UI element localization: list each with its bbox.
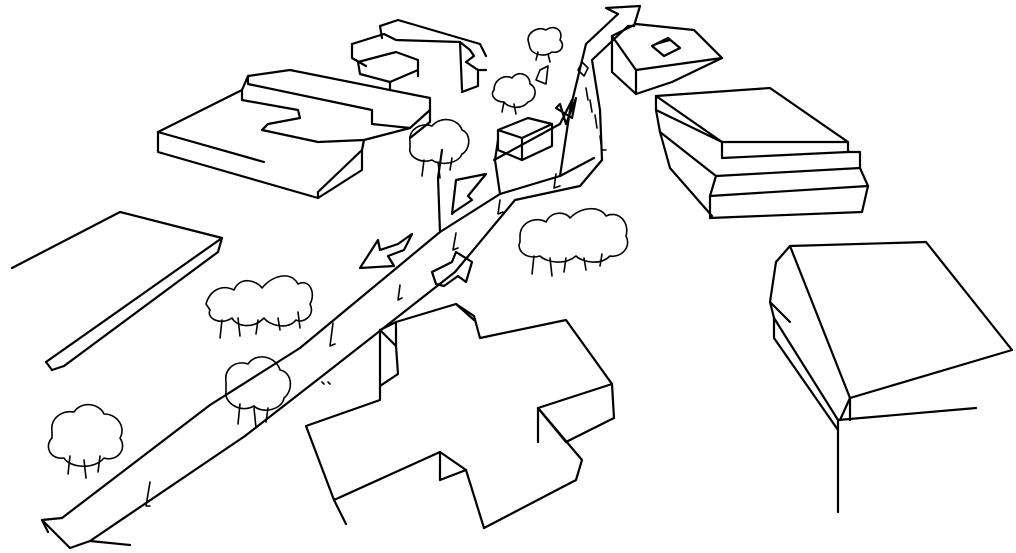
building-small-box xyxy=(498,118,552,160)
tree-cluster-icon xyxy=(410,120,469,178)
side-path-edge-3 xyxy=(494,100,572,160)
tree-cluster-icon xyxy=(226,357,291,428)
building-flat-slab xyxy=(12,212,222,370)
tree-cluster-icon xyxy=(519,209,627,276)
building-top-left-group xyxy=(352,20,486,92)
path-arrow-northeast xyxy=(606,6,640,26)
path-upper-left-edge xyxy=(560,14,618,176)
direction-arrow-icon xyxy=(536,62,588,84)
main-path xyxy=(62,14,628,541)
building-tall-block xyxy=(770,242,1012,512)
sketch-stray-marks xyxy=(322,382,330,384)
path-edge-right xyxy=(90,160,602,541)
tree-cluster-icon xyxy=(48,405,122,478)
path-posts xyxy=(146,88,606,506)
direction-arrow-icon xyxy=(432,252,472,286)
tree-cluster-icon xyxy=(492,74,535,114)
building-stepped xyxy=(656,88,868,218)
tree-cluster-icon xyxy=(206,276,312,338)
path-edge-left xyxy=(62,158,594,518)
building-courtyard xyxy=(612,24,722,94)
building-cross-shaped xyxy=(306,304,614,528)
tree-cluster-icon xyxy=(528,28,562,62)
path-upper-right-edge xyxy=(592,26,628,160)
direction-arrow-icon xyxy=(452,174,486,214)
